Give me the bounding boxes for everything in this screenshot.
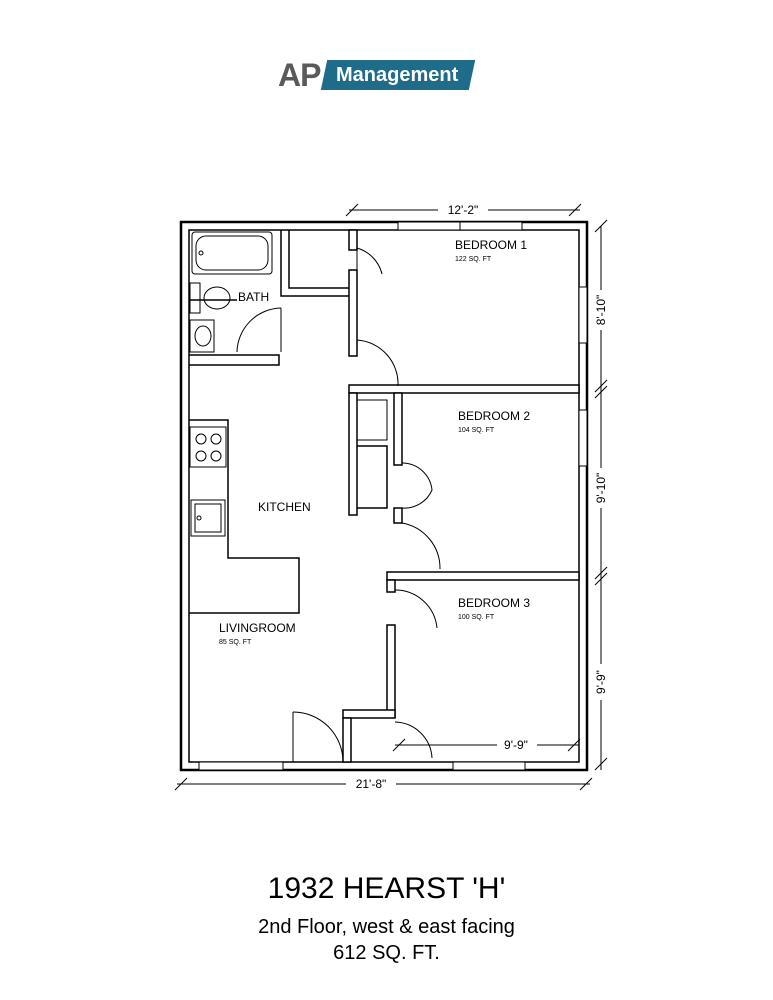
plan-subtitle: 2nd Floor, west & east facing — [258, 916, 515, 938]
toilet-icon — [189, 282, 231, 314]
outer-walls — [179, 220, 589, 772]
stove-icon — [189, 426, 227, 468]
company-logo: AP Management — [278, 57, 476, 93]
dim-bottom: 21'-8" — [356, 777, 387, 791]
dim-bottom-bg — [346, 776, 396, 792]
dim-bedroom3-bg — [497, 737, 537, 751]
bathtub-icon — [191, 231, 273, 275]
bedroom3-area: 100 SQ. FT — [458, 614, 495, 621]
dim-right-1: 8'-10" — [594, 295, 608, 326]
logo-prefix: AP — [278, 57, 321, 93]
dim-top-bg — [438, 202, 488, 218]
dim-right2-bg — [594, 468, 608, 508]
dim-right1-bg — [594, 290, 608, 330]
dim-right-3: 9'-9" — [594, 670, 608, 694]
livingroom-label: LIVINGROOM — [219, 621, 296, 635]
plan-title: 1932 HEARST 'H' — [267, 872, 506, 905]
plan-total-area: 612 SQ. FT. — [333, 942, 440, 964]
dim-right3-bg — [594, 664, 608, 700]
bath-sink-icon — [189, 319, 215, 353]
bedroom2-label: BEDROOM 2 — [458, 409, 530, 423]
bedroom3-label: BEDROOM 3 — [458, 596, 530, 610]
bedroom1-area: 122 SQ. FT — [455, 256, 492, 263]
kitchen-label: KITCHEN — [258, 500, 311, 514]
windows — [198, 221, 588, 771]
dim-bedroom3-width: 9'-9" — [504, 738, 528, 752]
livingroom-area: 85 SQ. FT — [219, 639, 252, 646]
door-swings — [236, 247, 441, 763]
dim-right-2: 9'-10" — [594, 473, 608, 504]
bath-label: BATH — [238, 290, 269, 304]
dim-top: 12'-2" — [448, 203, 479, 217]
bedroom2-area: 104 SQ. FT — [458, 427, 495, 434]
interior-walls — [189, 229, 580, 763]
bedroom1-label: BEDROOM 1 — [455, 238, 527, 252]
kitchen-sink-icon — [190, 499, 226, 537]
